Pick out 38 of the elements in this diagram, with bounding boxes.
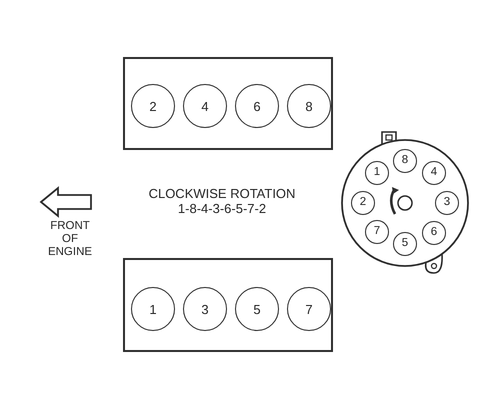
cylinder-number: 5 bbox=[253, 302, 261, 316]
firing-order-label: 1-8-4-3-6-5-7-2 bbox=[178, 201, 266, 216]
terminal-circle bbox=[393, 149, 417, 173]
cylinder-number: 1 bbox=[149, 302, 157, 316]
cylinder-circle bbox=[183, 84, 227, 128]
terminal-circle bbox=[393, 232, 417, 256]
cylinder-bank-box bbox=[123, 57, 333, 150]
cylinder-number: 4 bbox=[201, 100, 209, 112]
cylinder-circle bbox=[287, 287, 331, 331]
terminal-number: 5 bbox=[402, 238, 408, 250]
terminal-circle bbox=[435, 191, 459, 215]
terminal-number: 2 bbox=[360, 197, 366, 209]
cylinder-circle bbox=[183, 287, 227, 331]
cylinder-number: 7 bbox=[305, 302, 313, 316]
cylinder-number: 3 bbox=[201, 302, 209, 316]
cylinder-circle bbox=[131, 287, 175, 331]
terminal-circle bbox=[422, 221, 446, 245]
terminal-number: 6 bbox=[430, 227, 438, 239]
cylinder-circle bbox=[287, 84, 331, 128]
cylinder-number: 8 bbox=[305, 100, 313, 112]
cylinder-number: 2 bbox=[149, 100, 157, 112]
terminal-circle bbox=[351, 191, 375, 215]
cylinder-circle bbox=[131, 84, 175, 128]
terminal-number: 4 bbox=[430, 167, 438, 179]
cylinder-bank-box bbox=[123, 258, 333, 352]
terminal-number: 3 bbox=[444, 197, 450, 209]
cylinder-circle bbox=[235, 287, 279, 331]
distributor-cap bbox=[340, 131, 470, 275]
terminal-circle bbox=[422, 161, 446, 185]
cylinder-number: 6 bbox=[253, 100, 261, 112]
terminal-number: 8 bbox=[402, 155, 408, 167]
cylinder-circle bbox=[235, 84, 279, 128]
terminal-number: 7 bbox=[374, 226, 380, 238]
front-of-engine-label: FRONT OF ENGINE bbox=[48, 220, 92, 259]
terminal-circle bbox=[365, 161, 389, 185]
terminal-circle bbox=[365, 220, 389, 244]
terminal-number: 1 bbox=[374, 167, 380, 179]
rotation-label: CLOCKWISE ROTATION bbox=[148, 186, 296, 201]
